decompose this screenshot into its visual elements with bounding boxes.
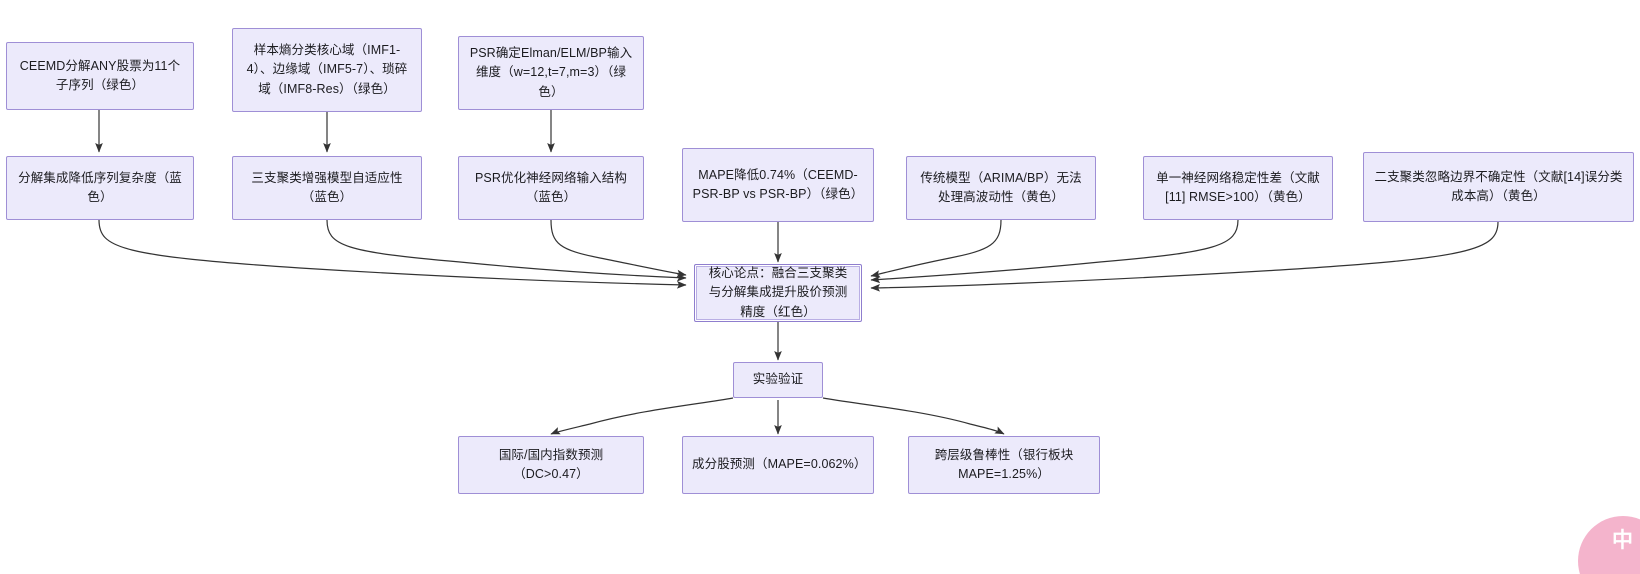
edge-cluster-to-core — [326, 219, 687, 282]
node-decomp-complexity-label: 分解集成降低序列复杂度（蓝色） — [18, 170, 182, 204]
node-ceemd[interactable]: CEEMD分解ANY股票为11个子序列（绿色） — [6, 42, 194, 110]
node-single-nn[interactable]: 单一神经网络稳定性差（文献[11] RMSE>100）（黄色） — [1143, 156, 1333, 220]
node-cross-level[interactable]: 跨层级鲁棒性（银行板块MAPE=1.25%） — [908, 436, 1100, 494]
node-psr-input-label: PSR确定Elman/ELM/BP输入维度（w=12,t=7,m=3）（绿色） — [469, 45, 633, 99]
node-ceemd-label: CEEMD分解ANY股票为11个子序列（绿色） — [19, 58, 181, 92]
node-three-way-cluster-label: 三支聚类增强模型自适应性（蓝色） — [251, 170, 403, 204]
node-mape-drop-label: MAPE降低0.74%（CEEMD-PSR-BP vs PSR-BP）（绿色） — [692, 167, 864, 201]
node-sample-entropy-label: 样本熵分类核心域（IMF1-4）、边缘域（IMF5-7）、琐碎域（IMF8-Re… — [246, 42, 408, 96]
node-cross-level-label: 跨层级鲁棒性（银行板块MAPE=1.25%） — [934, 447, 1074, 481]
watermark-badge: 中 — [1578, 516, 1640, 574]
node-two-way-cluster-label: 二支聚类忽略边界不确定性（文献[14]误分类成本高）（黄色） — [1374, 169, 1623, 203]
node-traditional-model[interactable]: 传统模型（ARIMA/BP）无法处理高波动性（黄色） — [906, 156, 1096, 220]
node-mape-drop[interactable]: MAPE降低0.74%（CEEMD-PSR-BP vs PSR-BP）（绿色） — [682, 148, 874, 222]
edge-traditional-to-core — [870, 219, 1002, 278]
node-experiment-label: 实验验证 — [752, 372, 804, 387]
node-sample-entropy[interactable]: 样本熵分类核心域（IMF1-4）、边缘域（IMF5-7）、琐碎域（IMF8-Re… — [232, 28, 422, 112]
node-core-claim-label: 核心论点：融合三支聚类与分解集成提升股价预测精度（红色） — [708, 265, 848, 319]
node-constituent-forecast-label: 成分股预测（MAPE=0.062%） — [692, 457, 867, 472]
node-experiment[interactable]: 实验验证 — [733, 362, 823, 398]
node-index-forecast[interactable]: 国际/国内指数预测（DC>0.47） — [458, 436, 644, 494]
node-single-nn-label: 单一神经网络稳定性差（文献[11] RMSE>100）（黄色） — [1156, 170, 1320, 204]
node-constituent-forecast[interactable]: 成分股预测（MAPE=0.062%） — [682, 436, 874, 494]
node-two-way-cluster[interactable]: 二支聚类忽略边界不确定性（文献[14]误分类成本高）（黄色） — [1363, 152, 1634, 222]
node-three-way-cluster[interactable]: 三支聚类增强模型自适应性（蓝色） — [232, 156, 422, 220]
node-decomp-complexity[interactable]: 分解集成降低序列复杂度（蓝色） — [6, 156, 194, 220]
edge-psropt-to-core — [550, 219, 687, 278]
watermark-label: 中 — [1612, 529, 1634, 552]
node-traditional-model-label: 传统模型（ARIMA/BP）无法处理高波动性（黄色） — [920, 170, 1082, 204]
node-psr-optimize[interactable]: PSR优化神经网络输入结构（蓝色） — [458, 156, 644, 220]
edge-singlenn-to-core — [870, 219, 1239, 284]
node-index-forecast-label: 国际/国内指数预测（DC>0.47） — [498, 447, 604, 481]
node-psr-optimize-label: PSR优化神经网络输入结构（蓝色） — [474, 170, 627, 204]
node-psr-input[interactable]: PSR确定Elman/ELM/BP输入维度（w=12,t=7,m=3）（绿色） — [458, 36, 644, 110]
edge-experiment-to-crosslevel — [822, 397, 1005, 435]
edge-decomp-to-core — [98, 219, 687, 289]
edge-twoway-to-core — [870, 221, 1499, 292]
node-core-claim[interactable]: 核心论点：融合三支聚类与分解集成提升股价预测精度（红色） — [694, 264, 862, 322]
edge-experiment-to-index — [550, 397, 734, 435]
